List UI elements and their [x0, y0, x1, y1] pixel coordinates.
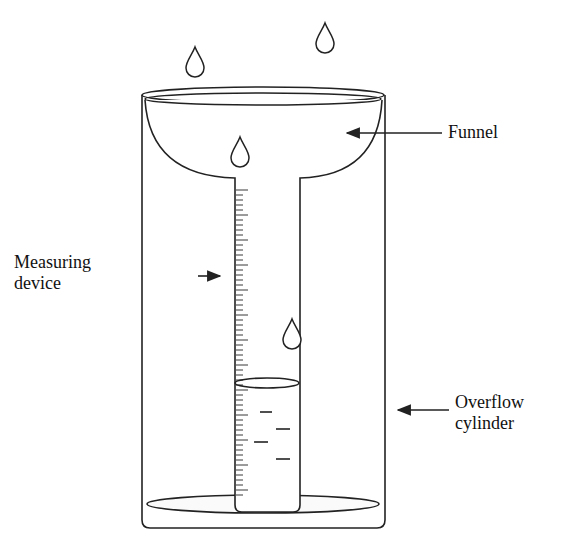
- leader-arrow: [398, 409, 449, 411]
- rain-drop: [186, 47, 204, 77]
- rain-drop: [231, 137, 249, 167]
- water-marks: [254, 412, 290, 459]
- leader-arrow: [198, 275, 220, 277]
- water-surface: [235, 378, 299, 388]
- rain-drop: [316, 23, 334, 53]
- part-label: Measuring device: [14, 252, 124, 294]
- overflow-cylinder: [142, 95, 385, 528]
- leader-arrow: [347, 132, 442, 134]
- funnel-and-tube: [145, 100, 382, 512]
- part-label: Funnel: [448, 122, 548, 143]
- scale-ticks: [236, 190, 248, 495]
- funnel-rim: [145, 93, 381, 105]
- part-label: Overflow cylinder: [455, 392, 555, 434]
- rain-drop: [283, 319, 301, 349]
